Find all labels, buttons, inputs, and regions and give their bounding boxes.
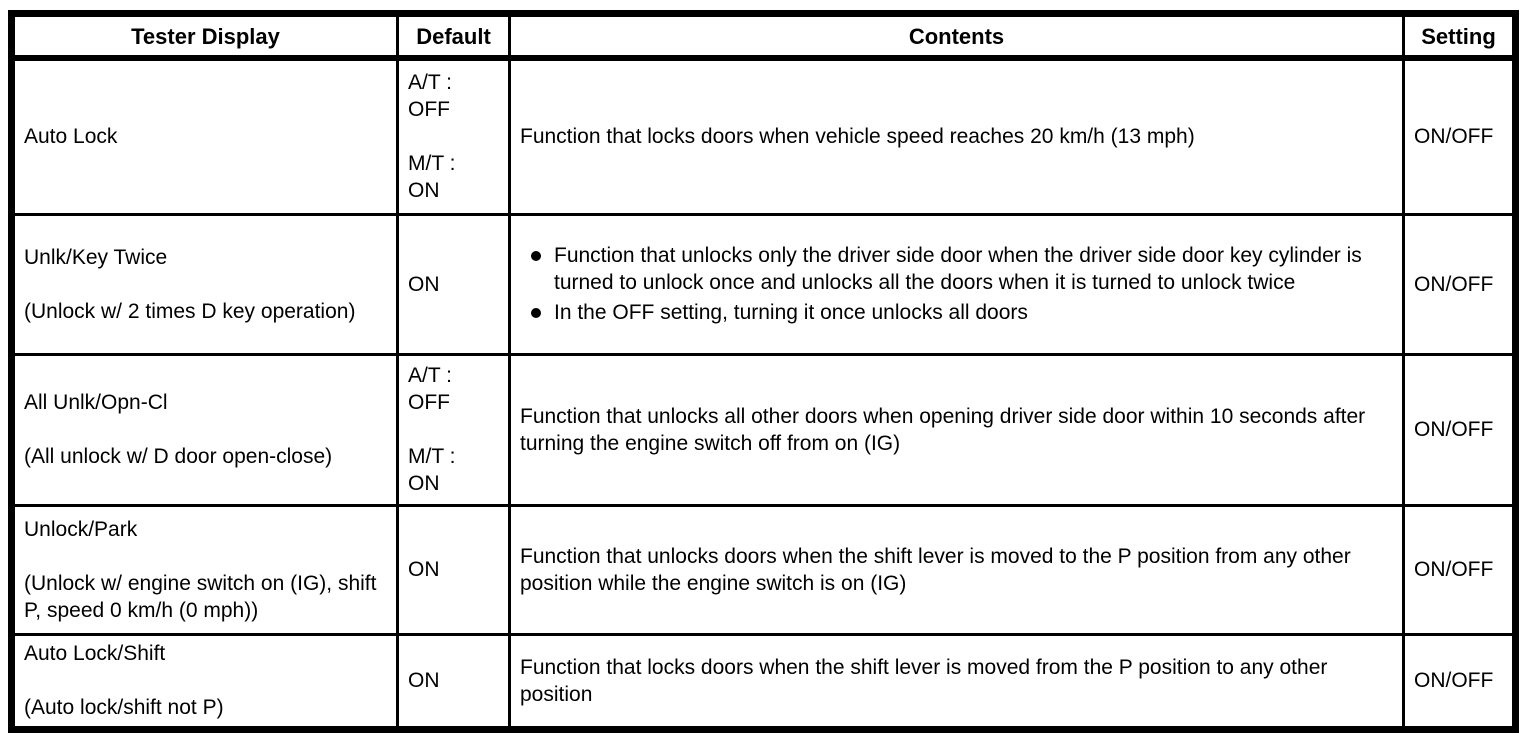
contents-text: Function that locks doors when the shift… [520, 655, 1328, 706]
cell-contents: Function that unlocks only the driver si… [508, 212, 1405, 356]
table-row: Auto Lock A/T : OFF M/T : ON Function th… [10, 56, 1517, 216]
customization-settings-table: Tester Display Default Contents Setting … [8, 10, 1519, 733]
cell-setting: ON/OFF [1402, 632, 1517, 731]
cell-setting: ON/OFF [1402, 56, 1517, 216]
cell-default: ON [396, 503, 511, 636]
cell-tester-display: Unlock/Park (Unlock w/ engine switch on … [10, 503, 399, 636]
cell-default: ON [396, 632, 511, 731]
cell-default: A/T : OFF M/T : ON [396, 352, 511, 507]
cell-setting: ON/OFF [1402, 212, 1517, 356]
table-row: Unlk/Key Twice (Unlock w/ 2 times D key … [10, 212, 1517, 356]
contents-text: Function that locks doors when vehicle s… [520, 125, 1195, 149]
cell-tester-display: Auto Lock/Shift (Auto lock/shift not P) [10, 632, 399, 731]
cell-tester-display: Unlk/Key Twice (Unlock w/ 2 times D key … [10, 212, 399, 356]
cell-setting: ON/OFF [1402, 503, 1517, 636]
cell-contents: Function that unlocks doors when the shi… [508, 503, 1405, 636]
cell-contents: Function that unlocks all other doors wh… [508, 352, 1405, 507]
column-header-tester-display: Tester Display [10, 12, 399, 61]
contents-bullet: Function that unlocks only the driver si… [531, 242, 1366, 296]
column-header-setting: Setting [1402, 12, 1517, 61]
cell-setting: ON/OFF [1402, 352, 1517, 507]
cell-tester-display: Auto Lock [10, 56, 399, 216]
header-row: Tester Display Default Contents Setting [10, 12, 1517, 61]
contents-bullet-list: Function that unlocks only the driver si… [520, 242, 1396, 326]
table-row: Auto Lock/Shift (Auto lock/shift not P) … [10, 632, 1517, 731]
cell-tester-display: All Unlk/Opn-Cl (All unlock w/ D door op… [10, 352, 399, 507]
contents-text: Function that unlocks doors when the shi… [520, 544, 1351, 595]
contents-bullet: In the OFF setting, turning it once unlo… [531, 299, 1366, 326]
table-row: All Unlk/Opn-Cl (All unlock w/ D door op… [10, 352, 1517, 507]
table-row: Unlock/Park (Unlock w/ engine switch on … [10, 503, 1517, 636]
cell-default: ON [396, 212, 511, 356]
column-header-contents: Contents [508, 12, 1405, 61]
column-header-default: Default [396, 12, 511, 61]
contents-text: Function that unlocks all other doors wh… [520, 404, 1366, 455]
cell-contents: Function that locks doors when the shift… [508, 632, 1405, 731]
cell-contents: Function that locks doors when vehicle s… [508, 56, 1405, 216]
cell-default: A/T : OFF M/T : ON [396, 56, 511, 216]
